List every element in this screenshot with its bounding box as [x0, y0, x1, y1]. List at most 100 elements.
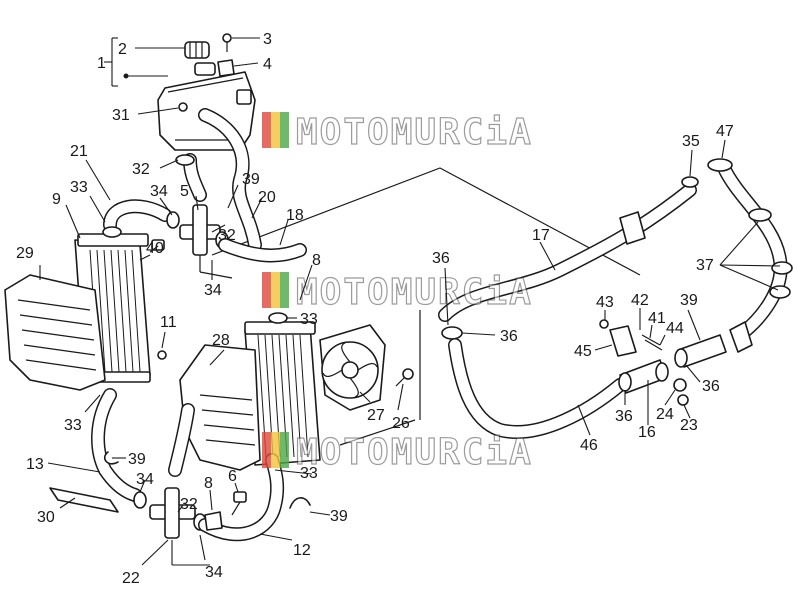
callout-1: 1 — [97, 55, 106, 72]
callout-33-right: 33 — [300, 311, 318, 328]
cooling-fan — [319, 324, 386, 411]
heat-shield-30 — [49, 487, 119, 513]
callout-33-lower: 33 — [300, 465, 318, 482]
callout-11: 11 — [160, 314, 177, 331]
callout-34-left: 34 — [136, 471, 154, 488]
watermark-logo-1: MOTOMURCiA — [262, 111, 533, 154]
watermark: MOTOMURCiA MOTOMURCiA MOTOMURCiA — [262, 111, 533, 474]
radiator-right — [244, 321, 321, 466]
hose-13-clip — [103, 451, 119, 465]
callout-8-upper: 8 — [312, 252, 321, 269]
callout-33-left: 33 — [64, 417, 82, 434]
callout-8-lower: 8 — [204, 475, 213, 492]
pipe-37-clamps — [707, 158, 793, 299]
callout-32-lower: 32 — [180, 496, 198, 513]
callout-18: 18 — [286, 207, 304, 224]
callout-27: 27 — [367, 407, 385, 424]
callout-36-right: 36 — [702, 378, 720, 395]
callout-22: 22 — [122, 570, 140, 587]
callout-32-tank: 32 — [132, 161, 150, 178]
callout-39-lower: 39 — [330, 508, 348, 525]
hose-12 — [198, 453, 285, 542]
watermark-text-3: MOTOMURCiA — [296, 432, 533, 473]
hose-18 — [218, 238, 307, 263]
callout-40: 40 — [146, 240, 164, 257]
hose-28-down — [168, 403, 195, 477]
callout-34-mid: 34 — [204, 282, 222, 299]
tank-hose-20 — [198, 108, 262, 252]
bracket-8 — [204, 511, 223, 531]
callout-36-bottom: 36 — [615, 408, 633, 425]
callout-34-lower: 34 — [205, 564, 223, 581]
pipe-37-flange — [729, 321, 753, 353]
callout-28: 28 — [212, 332, 230, 349]
pipe-46 — [448, 338, 627, 439]
radiator-left-screw — [139, 239, 165, 261]
callout-24: 24 — [656, 406, 674, 423]
callout-29: 29 — [16, 245, 34, 262]
callout-6: 6 — [228, 468, 237, 485]
clip-39-lower — [289, 497, 311, 509]
pipe-17-flange — [619, 211, 646, 245]
watermark-logo-3: MOTOMURCiA — [262, 431, 533, 474]
callout-33-upper: 33 — [70, 179, 88, 196]
callout-16: 16 — [638, 424, 656, 441]
callout-2: 2 — [118, 41, 127, 58]
bolt-6 — [231, 491, 247, 516]
callout-44: 44 — [666, 320, 684, 337]
tank-fitting — [178, 102, 188, 112]
pipe-17-clamp — [681, 176, 699, 188]
radiator-left-cap — [102, 226, 122, 238]
callout-21: 21 — [70, 143, 88, 160]
callout-41: 41 — [648, 310, 666, 327]
pipe-37 — [718, 163, 788, 342]
tank-screw — [222, 33, 232, 52]
callout-5: 5 — [180, 183, 189, 200]
callout-37: 37 — [696, 257, 714, 274]
tank-cap — [184, 41, 210, 59]
tank-hose-clip — [175, 154, 195, 166]
bracket-45 — [599, 319, 637, 357]
callout-20: 20 — [258, 189, 276, 206]
spring-41 — [641, 334, 663, 351]
callout-32-upper: 32 — [218, 227, 236, 244]
callout-31: 31 — [112, 107, 130, 124]
callout-45: 45 — [574, 343, 592, 360]
callout-46: 46 — [580, 437, 598, 454]
leader-lines — [39, 37, 781, 566]
watermark-text-1: MOTOMURCiA — [296, 112, 533, 153]
callout-4: 4 — [263, 56, 272, 73]
radiator-right-cap — [268, 312, 288, 324]
callout-34-upper: 34 — [150, 183, 168, 200]
assembly-lines — [199, 167, 641, 446]
callout-39-tank: 39 — [242, 171, 260, 188]
tank-hose-5 — [183, 153, 207, 202]
callout-9: 9 — [52, 191, 61, 208]
callout-3: 3 — [263, 31, 272, 48]
radiator-left-grommet — [157, 350, 167, 360]
watermark-logo-2: MOTOMURCiA — [262, 271, 533, 314]
callout-36-mid: 36 — [500, 328, 518, 345]
hose-13 — [91, 388, 142, 502]
fan-screw — [395, 368, 414, 387]
thermostat-assembly — [618, 334, 727, 406]
callout-47: 47 — [716, 123, 734, 140]
callout-12: 12 — [293, 542, 311, 559]
tank-bracket-nut — [217, 59, 235, 77]
callout-39-left: 39 — [128, 451, 146, 468]
callout-17: 17 — [532, 227, 550, 244]
watermark-text-2: MOTOMURCiA — [296, 272, 533, 313]
callout-23: 23 — [680, 417, 698, 434]
callout-43: 43 — [596, 294, 614, 311]
pipe-46-clamp — [441, 326, 463, 340]
callout-35: 35 — [682, 133, 700, 150]
callout-30: 30 — [37, 509, 55, 526]
pipe-17 — [438, 183, 697, 322]
radiator-left-cover-29 — [4, 274, 106, 391]
radiator-left-hose-21 — [103, 199, 172, 232]
callout-26: 26 — [392, 415, 410, 432]
callout-13: 13 — [26, 456, 44, 473]
callout-39-right: 39 — [680, 292, 698, 309]
callout-42: 42 — [631, 292, 649, 309]
